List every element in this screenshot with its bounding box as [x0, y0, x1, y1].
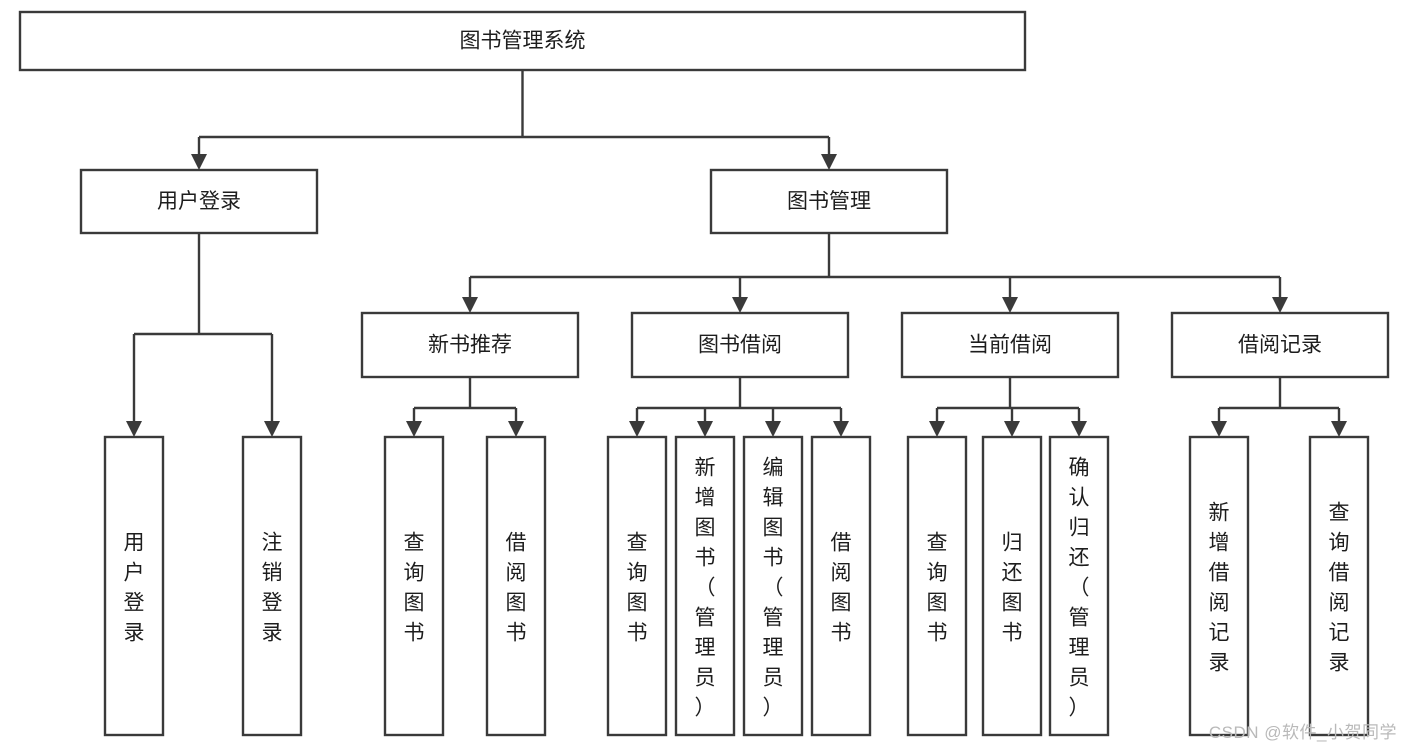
node-查询图书[interactable]: 查询图书: [383, 435, 445, 737]
node-当前借阅[interactable]: 当前借阅: [900, 311, 1120, 379]
node-box-查询图书[interactable]: [606, 435, 668, 737]
node-label-查询借阅记录: 查询借阅记录: [1329, 501, 1350, 674]
node-查询图书[interactable]: 查询图书: [906, 435, 968, 737]
arrow-to-用户登录-0-head: [126, 421, 142, 437]
node-label-新增图书管理员: 新增图书（管理员）: [695, 456, 716, 719]
node-box-用户登录[interactable]: [103, 435, 165, 737]
node-label-图书管理: 图书管理: [787, 190, 871, 213]
node-借阅记录[interactable]: 借阅记录: [1170, 311, 1390, 379]
arrow-新书推荐-1-head: [508, 421, 524, 437]
node-label-图书借阅: 图书借阅: [698, 334, 782, 357]
node-box-查询图书[interactable]: [383, 435, 445, 737]
node-box-用户登录[interactable]: [79, 168, 319, 235]
node-注销登录[interactable]: 注销登录: [241, 435, 303, 737]
arrow-图书借阅-1-head: [697, 421, 713, 437]
arrow-新书推荐-0-head: [406, 421, 422, 437]
node-label-查询图书: 查询图书: [927, 531, 948, 644]
arrow-图书借阅-2-head: [765, 421, 781, 437]
node-新增图书管理员[interactable]: 新增图书（管理员）: [674, 435, 736, 737]
node-借阅图书[interactable]: 借阅图书: [810, 435, 872, 737]
node-label-注销登录: 注销登录: [262, 531, 283, 644]
node-box-编辑图书管理员[interactable]: [742, 435, 804, 737]
node-label-借阅记录: 借阅记录: [1238, 334, 1322, 357]
node-用户登录[interactable]: 用户登录: [103, 435, 165, 737]
node-借阅图书[interactable]: 借阅图书: [485, 435, 547, 737]
node-box-新增借阅记录[interactable]: [1188, 435, 1250, 737]
arrow-to-借阅记录-head: [1272, 297, 1288, 313]
arrow-当前借阅-0-head: [929, 421, 945, 437]
arrow-to-新书推荐-head: [462, 297, 478, 313]
csdn-watermark: CSDN @软件_小贺同学: [1208, 723, 1397, 742]
node-label-图书管理系统: 图书管理系统: [460, 30, 586, 53]
node-label-用户登录: 用户登录: [157, 190, 241, 213]
node-box-查询图书[interactable]: [906, 435, 968, 737]
arrow-to-当前借阅-head: [1002, 297, 1018, 313]
node-layer: 图书管理系统用户登录图书管理用户登录注销登录新书推荐查询图书借阅图书图书借阅查询…: [18, 10, 1390, 737]
node-编辑图书管理员[interactable]: 编辑图书（管理员）: [742, 435, 804, 737]
node-图书管理[interactable]: 图书管理: [709, 168, 949, 235]
node-新增借阅记录[interactable]: 新增借阅记录: [1188, 435, 1250, 737]
arrow-当前借阅-2-head: [1071, 421, 1087, 437]
node-用户登录[interactable]: 用户登录: [79, 168, 319, 235]
node-新书推荐[interactable]: 新书推荐: [360, 311, 580, 379]
node-label-编辑图书管理员: 编辑图书（管理员）: [763, 456, 784, 719]
node-label-查询图书: 查询图书: [404, 531, 425, 644]
node-label-当前借阅: 当前借阅: [968, 334, 1052, 357]
node-label-查询图书: 查询图书: [627, 531, 648, 644]
node-box-当前借阅[interactable]: [900, 311, 1120, 379]
node-box-图书管理系统[interactable]: [18, 10, 1027, 72]
node-box-注销登录[interactable]: [241, 435, 303, 737]
node-box-借阅图书[interactable]: [485, 435, 547, 737]
arrow-当前借阅-1-head: [1004, 421, 1020, 437]
arrow-to-user-login-head: [191, 154, 207, 170]
node-box-借阅图书[interactable]: [810, 435, 872, 737]
arrow-to-book-manage-head: [821, 154, 837, 170]
node-box-确认归还管理员[interactable]: [1048, 435, 1110, 737]
node-box-新增图书管理员[interactable]: [674, 435, 736, 737]
arrow-借阅记录-0-head: [1211, 421, 1227, 437]
arrow-图书借阅-0-head: [629, 421, 645, 437]
node-label-新增借阅记录: 新增借阅记录: [1209, 501, 1230, 674]
node-box-借阅记录[interactable]: [1170, 311, 1390, 379]
node-label-用户登录: 用户登录: [124, 531, 145, 644]
node-label-借阅图书: 借阅图书: [831, 531, 852, 644]
node-归还图书[interactable]: 归还图书: [981, 435, 1043, 737]
arrow-to-注销登录-1-head: [264, 421, 280, 437]
node-图书管理系统[interactable]: 图书管理系统: [18, 10, 1027, 72]
node-确认归还管理员[interactable]: 确认归还（管理员）: [1048, 435, 1110, 737]
connector-layer: [126, 70, 1347, 437]
arrow-借阅记录-1-head: [1331, 421, 1347, 437]
node-查询借阅记录[interactable]: 查询借阅记录: [1308, 435, 1370, 737]
node-label-新书推荐: 新书推荐: [428, 334, 512, 357]
node-图书借阅[interactable]: 图书借阅: [630, 311, 850, 379]
node-box-新书推荐[interactable]: [360, 311, 580, 379]
arrow-图书借阅-3-head: [833, 421, 849, 437]
node-label-归还图书: 归还图书: [1002, 531, 1023, 644]
arrow-to-图书借阅-head: [732, 297, 748, 313]
node-box-查询借阅记录[interactable]: [1308, 435, 1370, 737]
node-label-确认归还管理员: 确认归还（管理员）: [1069, 456, 1090, 719]
node-查询图书[interactable]: 查询图书: [606, 435, 668, 737]
node-box-图书借阅[interactable]: [630, 311, 850, 379]
node-box-归还图书[interactable]: [981, 435, 1043, 737]
node-box-图书管理[interactable]: [709, 168, 949, 235]
node-label-借阅图书: 借阅图书: [506, 531, 527, 644]
